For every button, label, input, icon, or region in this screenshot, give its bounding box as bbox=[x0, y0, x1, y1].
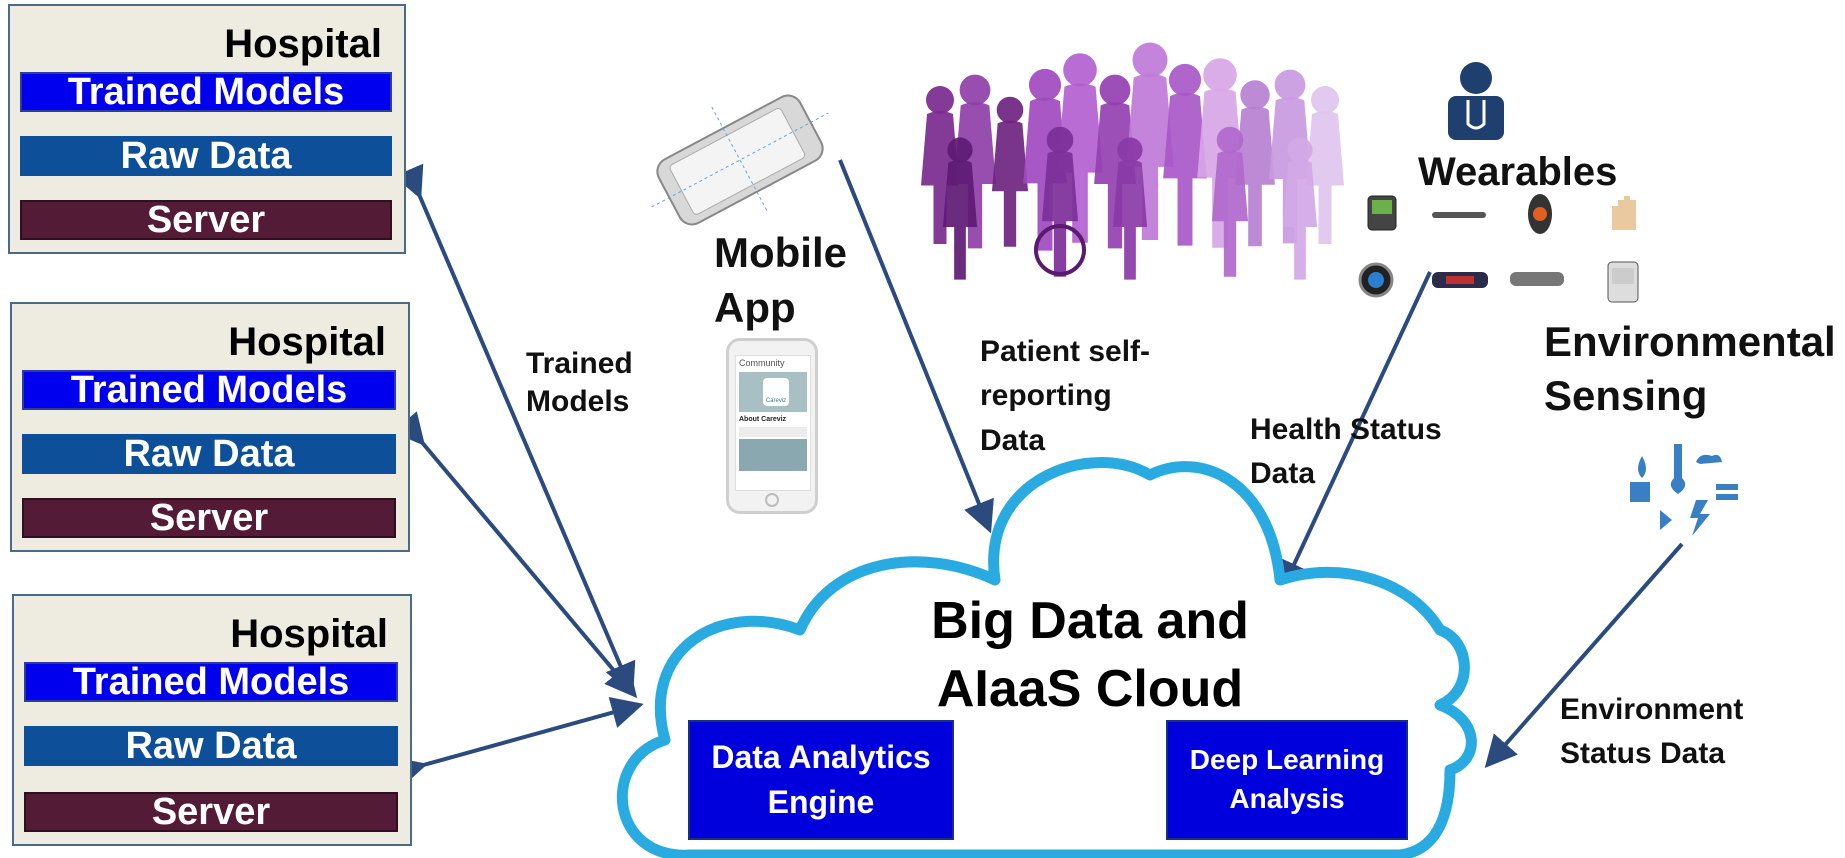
person-head-icon bbox=[1028, 68, 1062, 102]
mobile-app-label: Mobile App bbox=[714, 229, 847, 331]
server-bar: Server bbox=[20, 200, 392, 240]
deep-learning-analysis-box: Deep Learning Analysis bbox=[1166, 720, 1408, 840]
person-head-icon bbox=[1117, 137, 1143, 163]
person-body-icon bbox=[1112, 159, 1148, 280]
person-health-icon bbox=[1448, 62, 1504, 140]
arrow-environment-cloud bbox=[1484, 542, 1684, 769]
phone-screenshot: Community Careviz About Careviz bbox=[726, 338, 818, 514]
container-icon bbox=[1630, 482, 1650, 502]
wearable-device-icons bbox=[1358, 194, 1639, 303]
trained-models-bar: Trained Models bbox=[20, 72, 392, 112]
person-head-icon bbox=[1099, 74, 1131, 106]
cloud-weather-icon bbox=[1696, 454, 1722, 464]
arrow-wearables-cloud bbox=[1279, 271, 1432, 594]
person-head-icon bbox=[1240, 80, 1270, 110]
person-body-icon bbox=[1211, 150, 1249, 277]
phone-screen-header: Community bbox=[739, 358, 785, 368]
thermometer-icon bbox=[1670, 444, 1686, 494]
person-head-icon bbox=[1132, 42, 1168, 78]
water-drop-icon bbox=[1638, 456, 1646, 478]
raw-data-bar: Raw Data bbox=[20, 136, 392, 176]
fan-icon bbox=[1660, 510, 1672, 530]
server-bar: Server bbox=[24, 792, 398, 832]
person-head-icon bbox=[1287, 137, 1313, 163]
server-bar: Server bbox=[22, 498, 396, 538]
person-body-icon bbox=[1126, 73, 1174, 240]
hospital-title: Hospital bbox=[224, 22, 382, 66]
person-body-icon bbox=[942, 159, 978, 280]
person-head-icon bbox=[1203, 58, 1237, 92]
person-body-icon bbox=[1041, 150, 1079, 277]
person-body-icon bbox=[1235, 106, 1275, 247]
person-head-icon bbox=[1063, 53, 1097, 87]
hospital-panel-2: Hospital Trained Models Raw Data Server bbox=[10, 302, 410, 552]
trained-models-label: Trained Models bbox=[526, 347, 633, 419]
environmental-sensing-label: Environmental Sensing bbox=[1544, 318, 1836, 419]
person-head-icon bbox=[1168, 63, 1202, 97]
person-head-icon bbox=[1216, 126, 1244, 154]
person-head-icon bbox=[996, 96, 1024, 124]
lightning-icon bbox=[1690, 500, 1710, 536]
hospital-title: Hospital bbox=[228, 320, 386, 364]
hospital-panel-1: Hospital Trained Models Raw Data Server bbox=[8, 4, 406, 254]
person-head-icon bbox=[1274, 69, 1306, 101]
trained-models-bar: Trained Models bbox=[24, 662, 398, 702]
person-body-icon bbox=[1306, 111, 1344, 244]
person-body-icon bbox=[1057, 83, 1103, 243]
person-head-icon bbox=[947, 137, 973, 163]
phone-screen-logo: Careviz bbox=[763, 378, 789, 406]
wearables-label: Wearables bbox=[1418, 150, 1618, 194]
person-head-icon bbox=[1311, 86, 1339, 114]
person-head-icon bbox=[959, 74, 991, 106]
hand-gesture-icon bbox=[1612, 196, 1636, 230]
person-body-icon bbox=[1163, 92, 1207, 246]
smart-glasses-icon bbox=[1432, 212, 1486, 218]
person-head-icon bbox=[926, 86, 954, 114]
raw-data-bar: Raw Data bbox=[24, 726, 398, 766]
wheelchair-icon bbox=[1034, 224, 1086, 276]
raw-data-bar: Raw Data bbox=[22, 434, 396, 474]
phone-screen-image: Careviz bbox=[739, 372, 807, 412]
cloud-title: Big Data and AIaaS Cloud bbox=[931, 592, 1249, 718]
phone-home-button bbox=[765, 493, 779, 507]
arrow-hospital3-cloud bbox=[392, 697, 644, 788]
arrow-hospital2-cloud bbox=[392, 411, 638, 699]
phone-screen-lines bbox=[739, 427, 807, 437]
phone-screen-image-2 bbox=[739, 439, 807, 471]
trained-models-bar: Trained Models bbox=[22, 370, 396, 410]
arrow-mobile-cloud bbox=[838, 159, 994, 534]
hospital-title: Hospital bbox=[230, 612, 388, 656]
data-analytics-engine-box: Data Analytics Engine bbox=[688, 720, 954, 840]
hospital-panel-3: Hospital Trained Models Raw Data Server bbox=[12, 594, 412, 846]
health-status-label: Health Status Data bbox=[1250, 413, 1442, 491]
environment-status-label: Environment Status Data bbox=[1560, 693, 1744, 771]
person-body-icon bbox=[1282, 159, 1318, 280]
grid-sensor-icon bbox=[1716, 484, 1738, 490]
phone-screen-card-title: About Careviz bbox=[739, 416, 787, 423]
bracelet-icon bbox=[1510, 272, 1564, 286]
patient-data-label: Patient self- reporting Data bbox=[980, 335, 1151, 457]
person-head-icon bbox=[1046, 126, 1074, 154]
person-body-icon bbox=[991, 120, 1029, 247]
